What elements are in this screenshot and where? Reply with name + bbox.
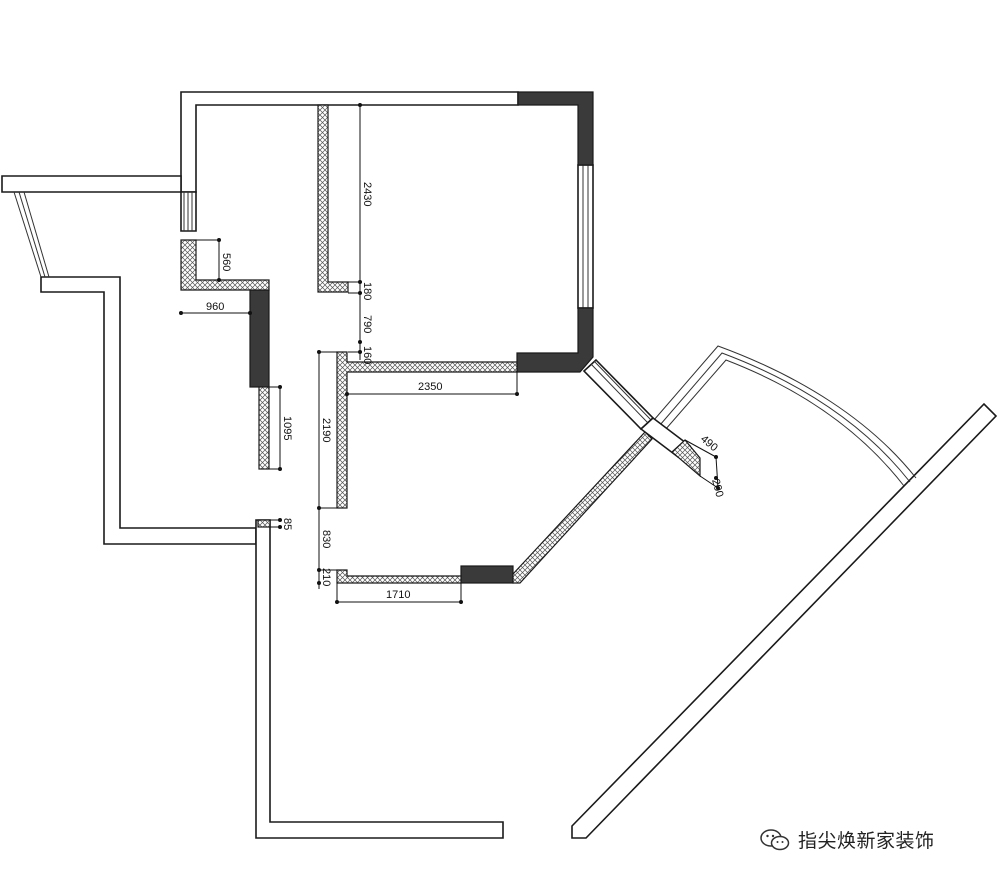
diagonal-bay-window bbox=[582, 358, 655, 431]
right-diagonal-wall bbox=[571, 402, 998, 839]
dim-830: 830 bbox=[320, 530, 332, 548]
exterior-walls bbox=[1, 91, 998, 839]
bedroom-left-partition bbox=[317, 104, 349, 293]
dim-180: 180 bbox=[361, 282, 373, 300]
concrete-columns bbox=[249, 91, 594, 584]
partition-walls bbox=[180, 104, 701, 584]
top-right-column bbox=[517, 91, 594, 166]
bottom-partition bbox=[336, 569, 462, 584]
curved-balcony-window bbox=[653, 345, 917, 487]
small-post bbox=[257, 519, 271, 528]
dim-85: 85 bbox=[281, 518, 293, 530]
dim-2190: 2190 bbox=[320, 418, 332, 442]
dimension-lines bbox=[179, 103, 720, 604]
dim-1710: 1710 bbox=[386, 589, 410, 601]
short-partition bbox=[258, 386, 270, 470]
watermark: 指尖焕新家装饰 bbox=[760, 826, 935, 853]
top-wall bbox=[180, 91, 519, 193]
upper-left-wall bbox=[1, 175, 182, 193]
center-left-column bbox=[249, 289, 270, 388]
dim-2430: 2430 bbox=[361, 182, 373, 206]
left-balcony-window bbox=[13, 191, 50, 278]
wechat-icon bbox=[760, 828, 790, 850]
upper-left-window bbox=[183, 192, 193, 231]
dim-210: 210 bbox=[320, 568, 332, 586]
watermark-text: 指尖焕新家装饰 bbox=[798, 830, 935, 852]
dimension-labels: 2430 180 790 160 560 960 1095 2190 2350 … bbox=[206, 182, 725, 601]
dim-790: 790 bbox=[361, 315, 373, 333]
dim-200: 200 bbox=[709, 478, 725, 499]
dim-160: 160 bbox=[361, 346, 373, 364]
windows bbox=[13, 164, 917, 487]
middle-partition bbox=[336, 351, 518, 509]
bay-partition bbox=[671, 439, 701, 478]
left-wall-lower bbox=[40, 276, 257, 545]
bottom-column bbox=[460, 565, 514, 584]
dim-560: 560 bbox=[220, 253, 232, 271]
dim-960: 960 bbox=[206, 301, 224, 313]
dim-2350: 2350 bbox=[418, 381, 442, 393]
bedroom-right-window bbox=[577, 164, 594, 309]
dim-490: 490 bbox=[698, 433, 720, 454]
diagonal-partition bbox=[512, 431, 653, 584]
dim-1095: 1095 bbox=[281, 416, 293, 440]
mid-right-column bbox=[516, 307, 594, 373]
